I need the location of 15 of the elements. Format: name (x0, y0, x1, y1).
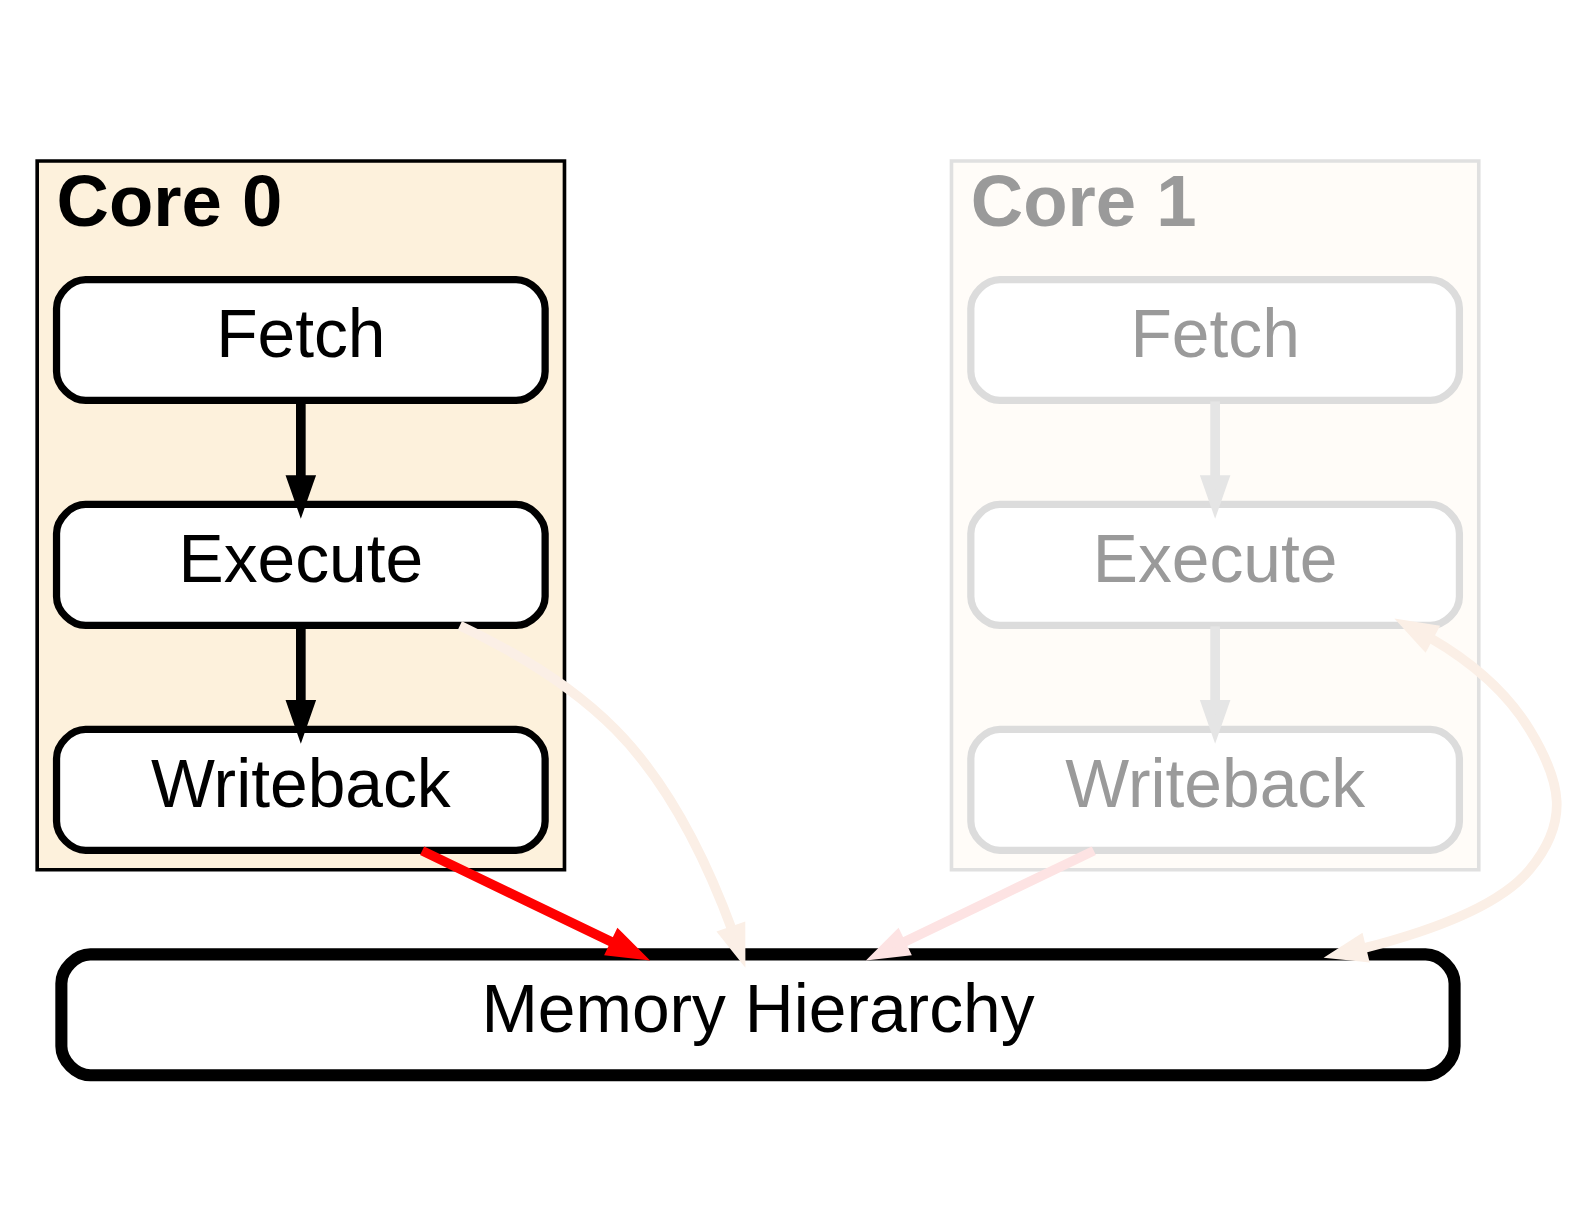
node-box: Fetch (52, 275, 549, 405)
node-box: Writeback (52, 725, 549, 854)
arrow (1323, 618, 1562, 963)
arrow (285, 401, 317, 519)
node-box: Fetch (967, 275, 1464, 405)
node-box: Memory Hierarchy (55, 948, 1461, 1082)
arrow (420, 846, 651, 961)
node-box: Writeback (967, 725, 1464, 854)
arrow (1199, 626, 1231, 744)
arrow (457, 621, 746, 968)
node-box: Execute (52, 500, 549, 630)
node-box: Execute (967, 500, 1464, 630)
arrow (865, 846, 1096, 961)
arrow (1199, 401, 1231, 519)
arrow (285, 626, 317, 744)
